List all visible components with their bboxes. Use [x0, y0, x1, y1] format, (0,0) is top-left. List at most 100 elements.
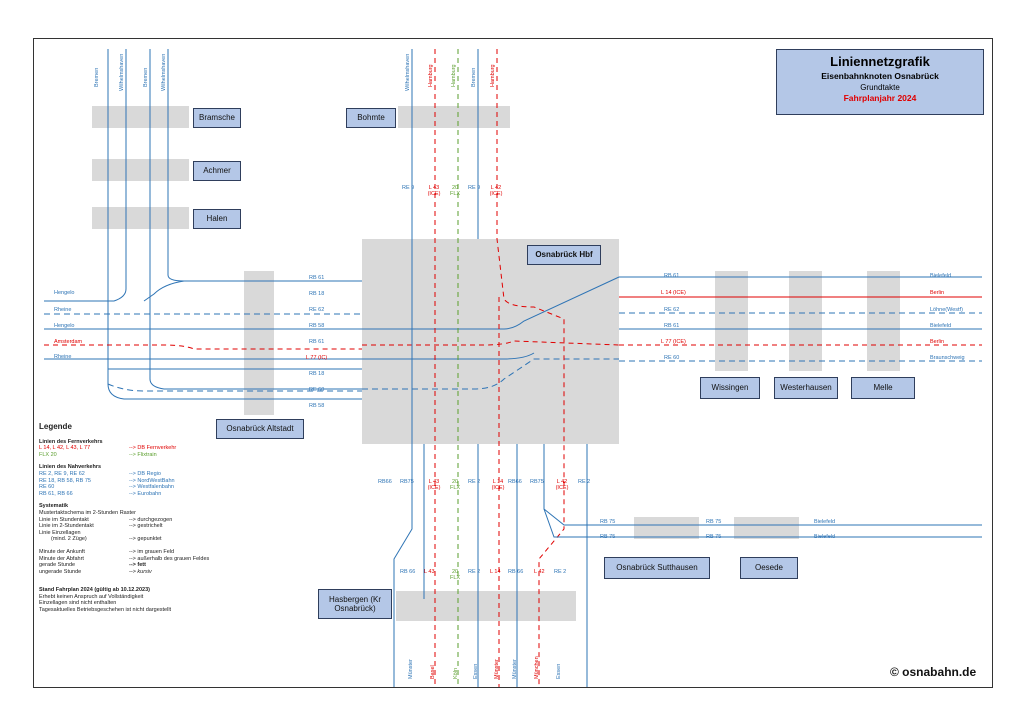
- dest-top-6: Hamburg: [451, 64, 457, 87]
- legend-stand-line: Tagesaktuelles Betriebsgeschehen ist nic…: [39, 607, 172, 614]
- bramsche-node: [92, 106, 189, 128]
- dest-top-7: Bremen: [471, 67, 477, 87]
- title-sub: Eisenbahnknoten Osnabrück: [821, 71, 939, 81]
- legend-operator: --> DB Regio: [129, 470, 161, 477]
- station-achmer[interactable]: Achmer: [193, 161, 241, 181]
- line-label-e3: RB 61: [664, 323, 680, 329]
- line-label-s5: L 14 (ICE): [491, 479, 505, 491]
- legend-fern-title: Linien des Fernverkehrs: [39, 438, 103, 445]
- line-label-w4: RB 61: [309, 339, 325, 345]
- dest-bottom-1: Basel: [430, 665, 436, 679]
- origin-west-0: Hengelo: [54, 290, 75, 296]
- station-bohmte[interactable]: Bohmte: [346, 108, 396, 128]
- line-label-su2: RB 75: [600, 534, 616, 540]
- legend-sys-b: --> gepunktet: [129, 536, 162, 543]
- station-hbf[interactable]: Osnabrück Hbf: [527, 245, 601, 265]
- legend-sys-b: --> im grauen Feld: [129, 548, 175, 555]
- dest-top-4: Wilhelmshaven: [405, 53, 411, 91]
- legend-line: L 14, L 42, L 43, L 77: [39, 445, 91, 452]
- legend-sys-b: --> kursiv: [129, 568, 152, 575]
- dest-top-2: Bremen: [143, 67, 149, 87]
- line-label-su0: RB 75: [600, 519, 616, 525]
- legend-sys-b: --> außerhalb des grauen Feldes: [129, 555, 210, 562]
- line-label-sl6: L 42: [534, 569, 545, 575]
- legend-stand-title: Stand Fahrplan 2024 (gültig ab 10.12.202…: [39, 587, 150, 594]
- legend-sys-a: (mind. 2 Züge): [51, 536, 87, 543]
- station-altstadt[interactable]: Osnabrück Altstadt: [216, 419, 304, 439]
- legend-sys-a: Linie im 2-Stundentakt: [39, 523, 94, 530]
- legend-sys-a: Minute der Abfahrt: [39, 555, 84, 562]
- title-year: Fahrplanjahr 2024: [843, 93, 917, 103]
- line-label-su1: RB 75: [706, 519, 722, 525]
- origin-west-2: Hengelo: [54, 323, 75, 329]
- line-label-w6: RB 18: [309, 371, 325, 377]
- line-label-w5: L 77 (IC): [306, 355, 328, 361]
- legend-nah-row: RB 61, RB 66--> Eurobahn: [39, 491, 339, 498]
- line-label-sl0: RB 66: [400, 569, 416, 575]
- station-melle[interactable]: Melle: [851, 377, 915, 399]
- station-oesede[interactable]: Oesede: [740, 557, 798, 579]
- dest-bottom-2: Köln: [453, 667, 459, 679]
- line-label-w1: RB 18: [309, 291, 325, 297]
- bohmte-node: [398, 106, 510, 128]
- legend-operator: --> Eurobahn: [129, 490, 162, 497]
- copyright: © osnabahn.de: [890, 665, 977, 679]
- legend-nah-row: RE 2, RE 9, RE 62--> DB Regio: [39, 471, 339, 478]
- line-label-s4: RE 2: [468, 479, 481, 485]
- legend-sys-a: ungerade Stunde: [39, 568, 82, 575]
- line-network: [44, 49, 982, 687]
- line-label-e5: RE 60: [664, 355, 680, 361]
- station-bramsche[interactable]: Bramsche: [193, 108, 241, 128]
- achmer-node: [92, 159, 189, 181]
- station-sutthausen[interactable]: Osnabrück Sutthausen: [604, 557, 710, 579]
- station-halen[interactable]: Halen: [193, 209, 241, 229]
- line-label-s2: L 43 (ICE): [427, 479, 441, 491]
- line-label-su3: RB 75: [706, 534, 722, 540]
- line-label-sl5: RB 66: [508, 569, 524, 575]
- origin-west-1: Rheine: [54, 307, 72, 313]
- dest-top-1: Wilhelmshaven: [119, 53, 125, 91]
- dest-east-5: Braunschweig: [930, 355, 965, 361]
- legend-operator: --> DB Fernverkehr: [129, 445, 177, 452]
- dest-east-3: Bielefeld: [930, 323, 952, 329]
- dest-bottom-0: Münster: [408, 659, 414, 679]
- legend-sys-row: Mustertaktschema im 2-Stunden Raster: [39, 510, 339, 517]
- line-label-w2: RE 62: [309, 307, 325, 313]
- dest-top-8: Hamburg: [490, 64, 496, 87]
- legend-sys-row: ungerade Stunde --> kursiv: [39, 569, 339, 576]
- dest-east-2: Löhne(Westf): [930, 307, 963, 313]
- line-label-e4: L 77 (ICE): [661, 339, 686, 345]
- legend-sys-a: Linie Einzellagen: [39, 529, 81, 536]
- legend-operator: --> NordWestBahn: [129, 477, 175, 484]
- legend-sys-row: gerade Stunde--> fett: [39, 562, 339, 569]
- station-westerhausen[interactable]: Westerhausen: [774, 377, 838, 399]
- station-hasbergen[interactable]: Hasbergen (Kr Osnabrück): [318, 589, 392, 619]
- line-label-n0: RE 9: [402, 185, 415, 191]
- halen-node: [92, 207, 189, 229]
- legend-sys-row: (mind. 2 Züge) --> gepunktet: [39, 536, 339, 543]
- line-label-w3: RB 58: [309, 323, 325, 329]
- hbf-node: [362, 239, 619, 444]
- line-label-s8: L 42 (ICE): [555, 479, 569, 491]
- line-label-s7: RB75: [530, 479, 544, 485]
- title-box: Liniennetzgrafik Eisenbahnknoten Osnabrü…: [776, 49, 984, 115]
- line-label-s9: RE 2: [578, 479, 591, 485]
- legend-sys-a: Minute der Ankunft: [39, 548, 85, 555]
- legend-nah-title: Linien des Nahverkehrs: [39, 464, 102, 471]
- station-wissingen[interactable]: Wissingen: [700, 377, 760, 399]
- title-grundtakte: Grundtakte: [860, 83, 900, 92]
- legend-sys-row: Linie Einzellagen: [39, 530, 339, 537]
- dest-top-5: Hamburg: [428, 64, 434, 87]
- legend-sys-row: Minute der Ankunft --> im grauen Feld: [39, 549, 339, 556]
- legend-operator: --> Flixtrain: [129, 451, 157, 458]
- line-label-sl4: L 14: [490, 569, 501, 575]
- dest-bottom-5: Münster: [512, 659, 518, 679]
- line-label-sl1: L 43: [424, 569, 435, 575]
- line-label-s1: RB75: [400, 479, 414, 485]
- legend-sys-row: Minute der Abfahrt --> außerhalb des grau…: [39, 556, 339, 563]
- line-label-sl2: 20 FLX: [449, 569, 461, 581]
- legend-line: FLX 20: [39, 451, 57, 458]
- dest-east-1: Berlin: [930, 290, 945, 296]
- line-label-w0: RB 61: [309, 275, 325, 281]
- line-label-e0: RB 61: [664, 273, 680, 279]
